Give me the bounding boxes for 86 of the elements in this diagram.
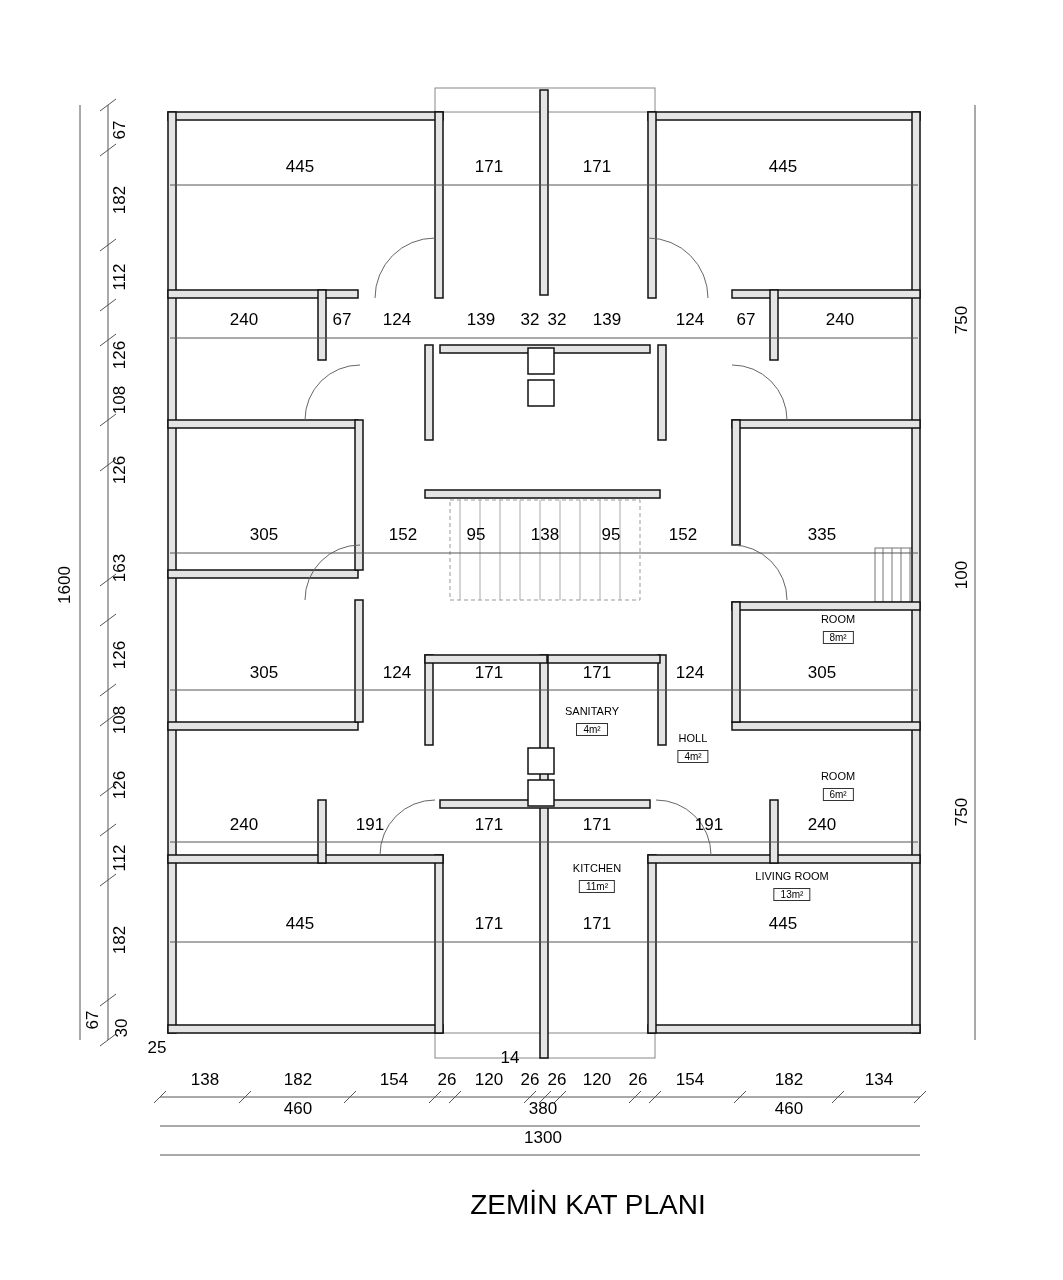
dimension-value: 171 (474, 663, 504, 683)
dimension-value: 335 (807, 525, 837, 545)
dimension-value: 1600 (55, 566, 75, 604)
area-tag: 4m² (576, 723, 608, 736)
dimension-value: 191 (355, 815, 385, 835)
dimension-value: 154 (675, 1070, 705, 1090)
dimension-value: 126 (110, 340, 130, 370)
dimension-value: 750 (952, 305, 972, 335)
dimension-value: 171 (474, 914, 504, 934)
dimension-value: 445 (768, 157, 798, 177)
dimension-value: 240 (807, 815, 837, 835)
area-tag: 13m² (773, 888, 811, 901)
dimension-value: 124 (675, 310, 705, 330)
dimension-value: 30 (112, 1018, 132, 1038)
dimension-value: 182 (283, 1070, 313, 1090)
dimension-value: 182 (110, 925, 130, 955)
dimension-value: 154 (379, 1070, 409, 1090)
dimension-value: 305 (807, 663, 837, 683)
dimension-value: 134 (864, 1070, 894, 1090)
dimension-value: 124 (382, 310, 412, 330)
area-tag: 4m² (677, 750, 709, 763)
dimension-value: 139 (592, 310, 622, 330)
area-tag: 11m² (578, 880, 615, 893)
dimension-value: 126 (110, 455, 130, 485)
dimension-value: 445 (285, 914, 315, 934)
dimension-value: 1300 (524, 1128, 562, 1148)
dimension-value: 139 (466, 310, 496, 330)
dimension-value: 171 (474, 157, 504, 177)
dimension-value: 120 (582, 1070, 612, 1090)
dimension-value: 67 (736, 310, 756, 330)
dimension-value: 380 (528, 1099, 558, 1119)
dimension-value: 26 (547, 1070, 567, 1090)
dimension-value: 67 (332, 310, 352, 330)
dimension-value: 26 (628, 1070, 648, 1090)
dimension-value: 460 (774, 1099, 804, 1119)
dimension-value: 124 (382, 663, 412, 683)
dimension-value: 108 (110, 705, 130, 735)
dimension-value: 26 (520, 1070, 540, 1090)
dimension-value: 460 (283, 1099, 313, 1119)
dimension-value: 152 (668, 525, 698, 545)
dimension-value: 120 (474, 1070, 504, 1090)
dimension-value: 67 (110, 120, 130, 140)
dimension-value: 26 (437, 1070, 457, 1090)
room-name: ROOM (820, 613, 856, 625)
dimension-value: 445 (768, 914, 798, 934)
dimension-value: 305 (249, 525, 279, 545)
dimension-value: 171 (582, 815, 612, 835)
dimension-value: 67 (83, 1010, 103, 1030)
dimension-value: 152 (388, 525, 418, 545)
dimension-value: 182 (774, 1070, 804, 1090)
dimension-value: 95 (466, 525, 486, 545)
dimension-value: 163 (110, 553, 130, 583)
dimension-value: 124 (675, 663, 705, 683)
plan-caption: ZEMİN KAT PLANI (470, 1189, 706, 1221)
dimension-value: 138 (190, 1070, 220, 1090)
dimension-value: 100 (952, 560, 972, 590)
dimension-value: 240 (825, 310, 855, 330)
dimension-value: 126 (110, 640, 130, 670)
dimension-value: 171 (474, 815, 504, 835)
dimension-value: 95 (601, 525, 621, 545)
dimension-value: 32 (520, 310, 540, 330)
dimension-value: 171 (582, 663, 612, 683)
dimension-value: 750 (952, 797, 972, 827)
dimension-value: 305 (249, 663, 279, 683)
area-tag: 6m² (822, 788, 854, 801)
dimension-value: 112 (110, 844, 130, 872)
dimension-value: 108 (110, 385, 130, 415)
dimension-value: 126 (110, 770, 130, 800)
room-name: ROOM (820, 770, 856, 782)
room-name: HOLL (678, 732, 708, 744)
dimension-value: 240 (229, 815, 259, 835)
dimension-value: 182 (110, 185, 130, 215)
dimension-value: 112 (110, 263, 130, 291)
area-tag: 8m² (822, 631, 854, 644)
dimension-value: 25 (147, 1038, 167, 1058)
room-name: SANITARY (565, 705, 619, 717)
dimension-value: 445 (285, 157, 315, 177)
room-name: LIVING ROOM (755, 870, 829, 882)
dimension-value: 171 (582, 157, 612, 177)
room-name: KITCHEN (572, 862, 622, 874)
dimension-value: 138 (530, 525, 560, 545)
dimension-value: 240 (229, 310, 259, 330)
dimension-value: 191 (694, 815, 724, 835)
dimension-value: 14 (500, 1048, 520, 1068)
dimension-value: 32 (547, 310, 567, 330)
dimension-value: 171 (582, 914, 612, 934)
